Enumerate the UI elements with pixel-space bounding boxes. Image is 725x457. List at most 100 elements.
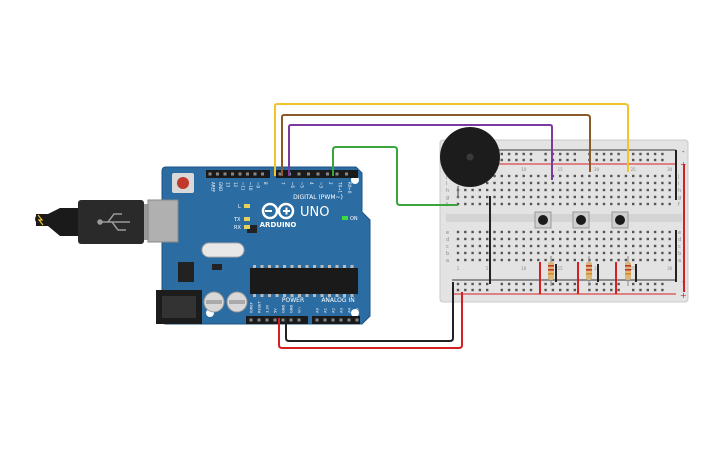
breadboard-hole[interactable] [588,202,591,206]
rail-hole[interactable] [456,282,460,286]
breadboard-hole[interactable] [500,237,503,241]
rail-hole[interactable] [661,152,664,156]
rail-hole[interactable] [646,288,649,292]
rail-hole[interactable] [522,282,525,286]
breadboard-hole[interactable] [551,181,555,185]
breadboard-hole[interactable] [661,174,664,178]
breadboard-hole[interactable] [668,174,671,178]
breadboard-hole[interactable] [566,195,569,199]
breadboard-hole[interactable] [661,258,664,262]
breadboard-hole[interactable] [639,230,642,234]
breadboard-hole[interactable] [551,237,555,241]
rail-hole[interactable] [610,282,613,286]
rail-hole[interactable] [595,282,598,286]
rail-hole[interactable] [522,288,525,292]
breadboard-hole[interactable] [632,188,635,192]
breadboard-hole[interactable] [493,195,496,199]
breadboard-hole[interactable] [464,244,467,248]
breadboard-hole[interactable] [529,237,533,241]
breadboard-hole[interactable] [478,258,482,262]
breadboard-hole[interactable] [610,195,613,199]
breadboard-hole[interactable] [471,195,474,199]
breadboard-hole[interactable] [537,195,540,199]
breadboard-hole[interactable] [544,195,547,199]
breadboard-hole[interactable] [486,237,489,241]
breadboard-hole[interactable] [624,188,628,192]
breadboard-hole[interactable] [507,202,511,206]
rail-hole[interactable] [610,288,613,292]
breadboard-hole[interactable] [478,244,482,248]
breadboard-hole[interactable] [646,251,649,255]
power-pin-hole[interactable] [273,318,277,322]
breadboard-hole[interactable] [529,195,533,199]
pushbutton-3[interactable] [611,211,629,229]
breadboard-hole[interactable] [595,202,598,206]
breadboard-hole[interactable] [471,258,474,262]
breadboard-hole[interactable] [632,181,635,185]
power-pin-hole[interactable] [281,318,285,322]
breadboard-hole[interactable] [507,230,511,234]
digital-pin-hole[interactable] [278,172,282,176]
breadboard-hole[interactable] [464,202,467,206]
breadboard-hole[interactable] [566,258,569,262]
breadboard-hole[interactable] [632,174,635,178]
rail-hole[interactable] [507,152,511,156]
breadboard-hole[interactable] [456,237,460,241]
breadboard-hole[interactable] [507,195,511,199]
breadboard-hole[interactable] [456,251,460,255]
breadboard-hole[interactable] [610,174,613,178]
breadboard-hole[interactable] [515,244,518,248]
rail-hole[interactable] [515,152,518,156]
pushbutton-cap[interactable] [538,215,548,225]
breadboard-hole[interactable] [537,258,540,262]
breadboard-hole[interactable] [486,181,489,185]
digital-pin-hole[interactable] [231,172,234,176]
breadboard-hole[interactable] [632,244,635,248]
breadboard-hole[interactable] [478,202,482,206]
breadboard-hole[interactable] [653,195,657,199]
breadboard-hole[interactable] [632,251,635,255]
breadboard-hole[interactable] [653,174,657,178]
breadboard-hole[interactable] [617,251,620,255]
breadboard-hole[interactable] [529,202,533,206]
breadboard-hole[interactable] [653,181,657,185]
rail-hole[interactable] [566,152,569,156]
breadboard-hole[interactable] [478,237,482,241]
breadboard-hole[interactable] [515,230,518,234]
breadboard-hole[interactable] [478,251,482,255]
rail-hole[interactable] [478,282,482,286]
breadboard-hole[interactable] [493,258,496,262]
rail-hole[interactable] [515,158,518,162]
power-pin-hole[interactable] [257,318,261,322]
resistor-1[interactable] [548,256,554,286]
breadboard-hole[interactable] [566,230,569,234]
breadboard-hole[interactable] [610,230,613,234]
breadboard-hole[interactable] [493,251,496,255]
rail-hole[interactable] [529,282,533,286]
rail-hole[interactable] [507,282,511,286]
rail-hole[interactable] [500,158,503,162]
breadboard-hole[interactable] [559,251,562,255]
breadboard-hole[interactable] [602,258,606,262]
breadboard-hole[interactable] [580,202,584,206]
breadboard-hole[interactable] [529,251,533,255]
breadboard-hole[interactable] [595,244,598,248]
breadboard-hole[interactable] [617,188,620,192]
breadboard-hole[interactable] [464,251,467,255]
breadboard-hole[interactable] [566,181,569,185]
rail-hole[interactable] [653,288,657,292]
breadboard-hole[interactable] [529,181,533,185]
breadboard-hole[interactable] [559,258,562,262]
rail-hole[interactable] [471,282,474,286]
breadboard-hole[interactable] [522,244,525,248]
breadboard-hole[interactable] [639,195,642,199]
breadboard-hole[interactable] [610,258,613,262]
breadboard-hole[interactable] [617,244,620,248]
breadboard-hole[interactable] [537,202,540,206]
breadboard-hole[interactable] [580,237,584,241]
breadboard-hole[interactable] [617,202,620,206]
breadboard-hole[interactable] [595,230,598,234]
breadboard-hole[interactable] [486,244,489,248]
breadboard-hole[interactable] [544,237,547,241]
